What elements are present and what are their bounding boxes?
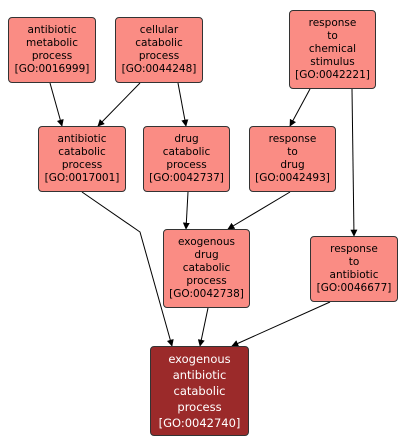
node-label: exogenous drug catabolic process [GO:004… bbox=[169, 236, 244, 300]
edge-GO0042738-to-GO0042740 bbox=[197, 307, 209, 347]
node-label: antibiotic catabolic process [GO:0017001… bbox=[44, 133, 120, 184]
node-antibiotic-catabolic-process[interactable]: antibiotic catabolic process [GO:0017001… bbox=[38, 126, 126, 192]
edge-GO0044248-to-GO0042737 bbox=[177, 82, 189, 127]
node-response-to-antibiotic[interactable]: response to antibiotic [GO:0046677] bbox=[310, 236, 398, 302]
edge-GO0042221-to-GO0042493 bbox=[289, 88, 311, 127]
node-cellular-catabolic-process[interactable]: cellular catabolic process [GO:0044248] bbox=[115, 17, 203, 83]
node-label: antibiotic metabolic process [GO:0016999… bbox=[14, 24, 90, 75]
node-drug-catabolic-process[interactable]: drug catabolic process [GO:0042737] bbox=[143, 126, 230, 192]
node-label: drug catabolic process [GO:0042737] bbox=[149, 133, 224, 184]
edge-GO0042737-to-GO0042738 bbox=[182, 191, 190, 230]
node-response-to-chemical-stimulus[interactable]: response to chemical stimulus [GO:004222… bbox=[289, 10, 376, 89]
node-label: cellular catabolic process [GO:0044248] bbox=[121, 24, 197, 75]
node-label: exogenous antibiotic catabolic process [… bbox=[158, 352, 241, 430]
node-label: response to chemical stimulus [GO:004222… bbox=[295, 17, 370, 81]
edge-GO0042221-to-GO0046677 bbox=[350, 88, 358, 237]
node-exogenous-drug-catabolic-process[interactable]: exogenous drug catabolic process [GO:004… bbox=[163, 229, 250, 308]
edge-GO0042493-to-GO0042738 bbox=[227, 191, 291, 230]
edge-GO0046677-to-GO0042740 bbox=[231, 301, 331, 347]
node-exogenous-antibiotic-catabolic-process[interactable]: exogenous antibiotic catabolic process [… bbox=[150, 346, 249, 436]
node-antibiotic-metabolic-process[interactable]: antibiotic metabolic process [GO:0016999… bbox=[8, 17, 96, 83]
node-label: response to antibiotic [GO:0046677] bbox=[316, 243, 392, 294]
edge-GO0016999-to-GO0017001 bbox=[49, 82, 64, 127]
edge-GO0017001-to-GO0042740 bbox=[81, 191, 174, 347]
node-response-to-drug[interactable]: response to drug [GO:0042493] bbox=[249, 126, 336, 192]
node-label: response to drug [GO:0042493] bbox=[255, 133, 330, 184]
edge-GO0044248-to-GO0017001 bbox=[97, 82, 141, 127]
